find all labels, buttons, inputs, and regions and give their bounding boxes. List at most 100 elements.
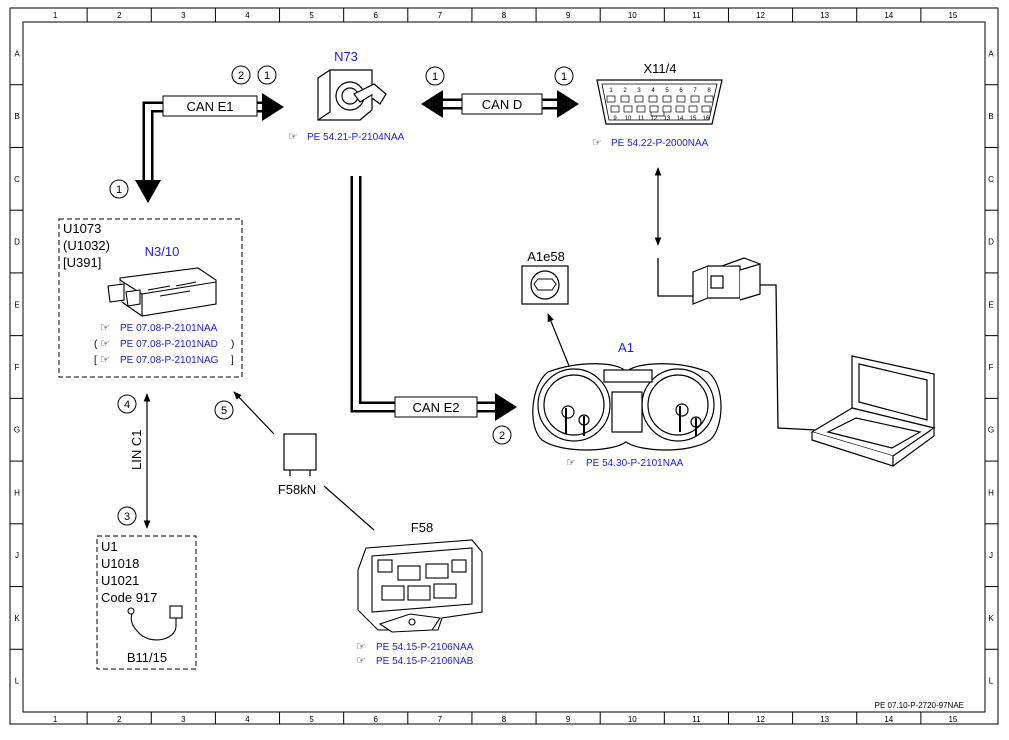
- grid-col-label: 9: [566, 715, 571, 724]
- grid-col-label: 6: [374, 715, 379, 724]
- marker-1-n310: 1: [109, 179, 129, 199]
- obd-pin-label: 14: [677, 116, 684, 122]
- fuse-box-icon: [357, 539, 483, 633]
- a1-label: A1: [618, 340, 634, 355]
- obd-pin: [701, 105, 711, 113]
- n310-ref-1[interactable]: PE 07.08-P-2101NAA: [120, 323, 218, 334]
- ref-hand-icon: ☞: [100, 338, 110, 350]
- svg-text:1: 1: [116, 184, 122, 196]
- grid-row-label: C: [14, 175, 20, 184]
- sensor-icon: [127, 605, 183, 641]
- f58-ref-2[interactable]: PE 54.15-P-2106NAB: [376, 656, 474, 667]
- ref-hand-icon: ☞: [100, 322, 110, 334]
- grid-col-label: 6: [374, 11, 379, 20]
- a1e58-indicator: A1e58: [521, 249, 579, 389]
- marker-1-can-d-left: 1: [425, 66, 445, 86]
- grid-row-label: B: [14, 112, 19, 121]
- grid-row-label: F: [15, 363, 20, 372]
- can-e2-label: CAN E2: [413, 400, 460, 415]
- obd-pin-label: 12: [651, 116, 658, 122]
- obd-pin: [675, 105, 685, 113]
- ref-hand-icon: ☞: [592, 137, 602, 149]
- obd-pin: [636, 105, 646, 113]
- lin-c1-bus: LIN C1: [129, 393, 151, 529]
- obd-pin-label: 11: [638, 116, 645, 122]
- grid-labels: 1122334455667788991010111112121313141415…: [14, 11, 994, 724]
- grid-col-label: 7: [438, 11, 443, 20]
- can-e1-label: CAN E1: [187, 99, 234, 114]
- grid-col-label: 5: [309, 11, 314, 20]
- obd-pin: [649, 105, 659, 113]
- obd-pin: [606, 95, 616, 103]
- n310-ref-2-prefix: (: [94, 339, 98, 350]
- grid-row-label: G: [988, 426, 994, 435]
- b1115-code-4: Code 917: [101, 590, 157, 605]
- grid-col-label: 11: [692, 11, 701, 20]
- x11-4-label: X11/4: [643, 61, 676, 76]
- grid-row-label: D: [14, 238, 20, 247]
- grid-col-label: 8: [502, 715, 507, 724]
- f58-label: F58: [411, 520, 433, 535]
- f58kn-relay: F58kN: [233, 391, 375, 531]
- a1-instrument-cluster: A1 ☞ PE 54.30-P-2101NAA: [532, 340, 722, 469]
- grid-col-label: 15: [948, 11, 957, 20]
- obd-pin-label: 9: [613, 116, 617, 122]
- n310-ref-3-suffix: ]: [231, 355, 234, 366]
- can-e1-arrowhead-down: [135, 180, 161, 203]
- n310-code-3: [U391]: [63, 255, 101, 270]
- grid-col-label: 12: [756, 715, 765, 724]
- n310-ref-2[interactable]: PE 07.08-P-2101NAD: [120, 339, 218, 350]
- can-e2-bus: CAN E2: [350, 176, 517, 421]
- document-id: PE 07.10-P-2720-97NAE: [875, 701, 964, 710]
- svg-text:1: 1: [264, 70, 270, 82]
- obd-pin: [623, 105, 633, 113]
- can-e1-bus: CAN E1: [135, 93, 284, 203]
- can-d-label: CAN D: [482, 97, 522, 112]
- grid-col-label: 14: [884, 11, 893, 20]
- outer-frame: [9, 7, 999, 725]
- grid-col-label: 10: [628, 11, 637, 20]
- n310-ref-2-suffix: ): [231, 339, 234, 350]
- grid-ticks: [10, 8, 998, 724]
- f58-ref-1[interactable]: PE 54.15-P-2106NAA: [376, 642, 474, 653]
- x11-4-ref[interactable]: PE 54.22-P-2000NAA: [611, 138, 709, 149]
- obd-pin-label: 5: [665, 88, 669, 94]
- grid-row-label: A: [988, 49, 994, 58]
- svg-text:2: 2: [499, 430, 505, 442]
- grid-col-label: 1: [53, 715, 58, 724]
- obd-pin-label: 13: [664, 116, 671, 122]
- obd-pin: [662, 95, 672, 103]
- obd-pin: [688, 105, 698, 113]
- n73-ref[interactable]: PE 54.21-P-2104NAA: [307, 132, 405, 143]
- grid-col-label: 8: [502, 11, 507, 20]
- ref-hand-icon: ☞: [100, 354, 110, 366]
- n310-ref-3[interactable]: PE 07.08-P-2101NAG: [120, 355, 219, 366]
- ref-hand-icon: ☞: [356, 641, 366, 653]
- obd-pin: [676, 95, 686, 103]
- can-e2-arrowhead: [495, 393, 517, 421]
- can-e1-arrowhead-right: [262, 93, 284, 121]
- inner-frame: [22, 21, 986, 713]
- grid-col-label: 3: [181, 715, 186, 724]
- a1-ref[interactable]: PE 54.30-P-2101NAA: [586, 458, 684, 469]
- svg-text:2: 2: [238, 70, 244, 82]
- grid-row-label: L: [989, 677, 994, 686]
- obd-pin: [610, 105, 620, 113]
- f58-fuse-box: F58 ☞ PE 54.15-P-2106NAA ☞ PE 54.15-P-21…: [356, 520, 483, 667]
- marker-1-can-e1: 1: [257, 65, 277, 85]
- grid-col-label: 4: [245, 11, 250, 20]
- grid-row-label: F: [989, 363, 994, 372]
- marker-3-lin: 3: [117, 506, 137, 526]
- f58kn-label: F58kN: [278, 482, 316, 497]
- grid-col-label: 13: [820, 715, 829, 724]
- svg-text:1: 1: [561, 71, 567, 83]
- grid-row-label: E: [988, 300, 993, 309]
- obd-pin-label: 3: [637, 88, 641, 94]
- grid-col-label: 14: [884, 715, 893, 724]
- b1115-label: B11/15: [127, 650, 167, 665]
- grid-row-label: J: [989, 551, 993, 560]
- relay-icon: [283, 433, 317, 476]
